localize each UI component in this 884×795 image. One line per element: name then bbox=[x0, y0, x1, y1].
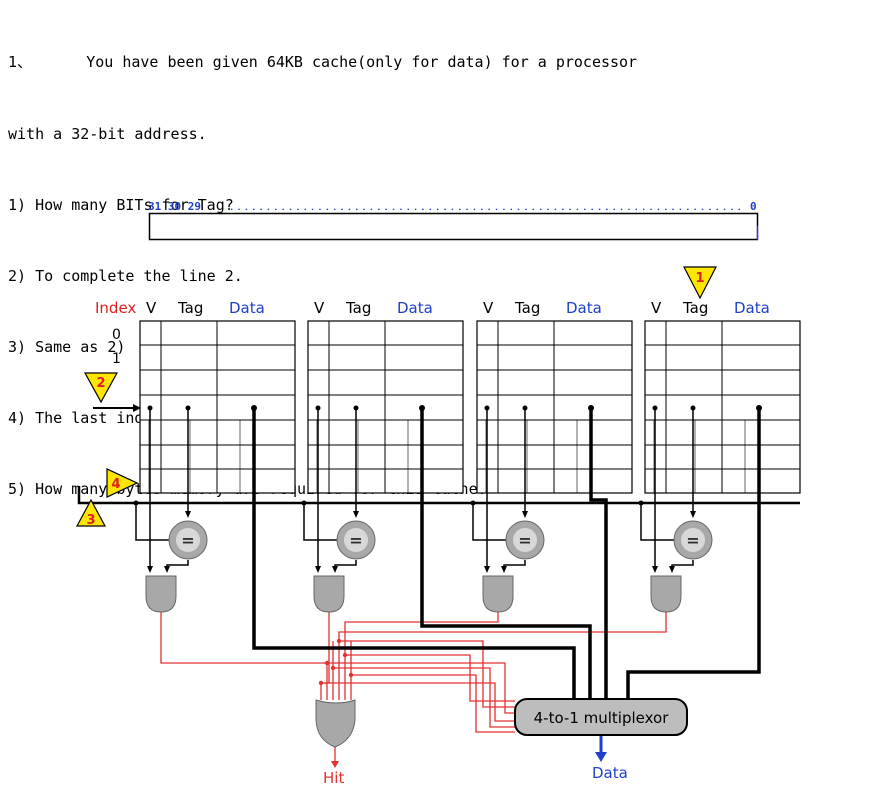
way2-v-header: V bbox=[314, 299, 325, 317]
way3-v-header: V bbox=[483, 299, 494, 317]
question-line-2: with a 32-bit address. bbox=[8, 124, 207, 143]
way4-data-header: Data bbox=[734, 299, 770, 317]
hit-label: Hit bbox=[323, 769, 344, 787]
svg-text:2: 2 bbox=[96, 376, 105, 391]
way1-data-header: Data bbox=[229, 299, 265, 317]
marker-2: 2 bbox=[83, 372, 119, 404]
cache-way-4 bbox=[644, 320, 801, 494]
marker-1: 1 bbox=[683, 266, 717, 300]
way4-tag-header: Tag bbox=[682, 299, 708, 317]
question-line-1: 1、 You have been given 64KB cache(only f… bbox=[8, 53, 638, 72]
marker-3: 3 bbox=[75, 498, 107, 528]
way3-data-header: Data bbox=[566, 299, 602, 317]
row-label-0: 0 bbox=[112, 327, 121, 343]
hit-and-gate-2 bbox=[313, 575, 345, 613]
cache-way-3 bbox=[476, 320, 633, 494]
way1-tag-header: Tag bbox=[177, 299, 203, 317]
question-item-3: 3) Same as 2) bbox=[8, 337, 126, 356]
data-output-label: Data bbox=[592, 764, 628, 782]
row-label-1: 1 bbox=[112, 351, 121, 367]
svg-text:3: 3 bbox=[86, 513, 95, 528]
address-bit-low-label: 0 bbox=[750, 200, 757, 213]
hit-and-gate-4 bbox=[650, 575, 682, 613]
comparator-equals-icon: = bbox=[181, 531, 194, 550]
multiplexor bbox=[514, 698, 688, 736]
marker-4: 4 bbox=[106, 468, 139, 498]
address-bit-dots: ........................................… bbox=[228, 203, 743, 213]
svg-text:1: 1 bbox=[695, 271, 704, 286]
way2-data-header: Data bbox=[397, 299, 433, 317]
way2-tag-header: Tag bbox=[345, 299, 371, 317]
address-bit-high-labels: 31 30 29 bbox=[148, 200, 201, 213]
way1-v-header: V bbox=[146, 299, 157, 317]
svg-text:4: 4 bbox=[111, 477, 120, 492]
index-arrow-icon bbox=[133, 404, 141, 412]
multiplexor-label: 4-to-1 multiplexor bbox=[534, 709, 670, 727]
way4-v-header: V bbox=[651, 299, 662, 317]
question-item-2: 2) To complete the line 2. bbox=[8, 266, 243, 285]
hit-or-gate bbox=[315, 699, 356, 748]
hit-and-gate-1 bbox=[145, 575, 177, 613]
data-out-arrow-icon bbox=[595, 752, 607, 762]
index-column-header: Index bbox=[95, 299, 136, 317]
hit-and-gate-3 bbox=[482, 575, 514, 613]
comparator-equals-icon: = bbox=[518, 531, 531, 550]
address-bar bbox=[148, 212, 759, 241]
way3-tag-header: Tag bbox=[514, 299, 540, 317]
comparator-equals-icon: = bbox=[686, 531, 699, 550]
cache-way-1 bbox=[139, 320, 296, 494]
comparator-equals-icon: = bbox=[349, 531, 362, 550]
cache-way-2 bbox=[307, 320, 464, 494]
hit-arrow-icon bbox=[331, 761, 339, 768]
question-item-1: 1) How many BITs for Tag? bbox=[8, 195, 234, 214]
